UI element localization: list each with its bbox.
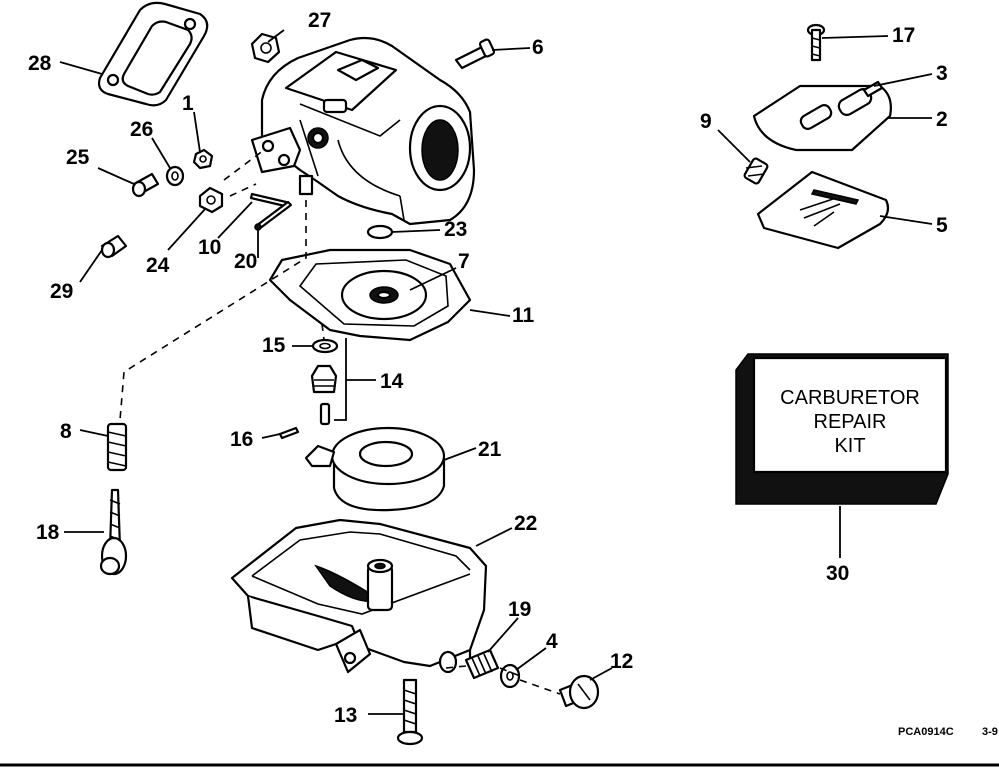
callout-26: 26 xyxy=(130,118,153,141)
callout-15: 15 xyxy=(262,334,286,357)
callout-29: 29 xyxy=(50,280,73,303)
part-14-needle-seat xyxy=(310,364,338,426)
callout-8: 8 xyxy=(60,420,72,443)
callout-10: 10 xyxy=(198,236,221,259)
callout-19: 19 xyxy=(508,598,531,621)
callout-2: 2 xyxy=(936,108,948,131)
carburetor-body xyxy=(250,36,476,226)
callout-numbers: 28 27 6 1 26 25 24 10 20 29 23 7 11 15 1… xyxy=(28,9,948,727)
part-8-spring xyxy=(106,422,128,472)
part-27-nut xyxy=(250,32,281,64)
callout-1: 1 xyxy=(182,92,194,115)
part-30-repair-kit: CARBURETOR REPAIR KIT xyxy=(735,353,949,505)
callout-7: 7 xyxy=(458,250,470,273)
part-20-pin xyxy=(254,200,293,231)
part-15-washer xyxy=(311,338,339,354)
part-6-screw xyxy=(454,38,496,70)
part-5-pump-gasket xyxy=(756,170,890,250)
callout-16: 16 xyxy=(230,428,253,451)
callout-28: 28 xyxy=(28,52,52,75)
callout-21: 21 xyxy=(478,438,502,461)
callout-11: 11 xyxy=(512,304,535,327)
part-17-screw xyxy=(806,23,826,62)
part-12-screw xyxy=(558,674,600,710)
callout-18: 18 xyxy=(36,521,60,544)
callout-13: 13 xyxy=(334,704,357,727)
kit-line-1: CARBURETOR xyxy=(780,387,920,409)
callout-9: 9 xyxy=(700,110,712,133)
part-1-lockwasher xyxy=(192,148,214,170)
callout-12: 12 xyxy=(610,650,633,673)
callout-27: 27 xyxy=(308,9,331,32)
part-28-gasket xyxy=(97,1,209,107)
part-9-check-valve xyxy=(743,157,769,185)
callout-23: 23 xyxy=(444,218,467,241)
part-23-plug xyxy=(366,224,394,240)
kit-line-3: KIT xyxy=(834,435,865,457)
assembly-lines xyxy=(119,149,561,695)
callout-30: 30 xyxy=(826,562,849,585)
part-19-spring xyxy=(464,648,500,680)
callout-14: 14 xyxy=(380,370,404,393)
part-18-screw xyxy=(99,488,128,576)
part-21-float xyxy=(304,426,446,512)
callout-24: 24 xyxy=(146,254,170,277)
part-10-pin xyxy=(249,192,288,208)
leader-lines xyxy=(59,29,933,715)
part-4-washer xyxy=(499,663,521,689)
part-16-pin xyxy=(278,426,300,440)
page-reference: 3-9 xyxy=(982,726,998,738)
kit-line-2: REPAIR xyxy=(814,411,887,433)
callout-3: 3 xyxy=(936,62,948,85)
part-24-nut xyxy=(198,186,224,214)
part-7-diaphragm xyxy=(340,269,428,321)
part-2-pump-cover xyxy=(752,84,892,152)
callout-22: 22 xyxy=(514,512,537,535)
part-25-screw xyxy=(131,172,160,198)
callout-4: 4 xyxy=(546,630,558,653)
callout-25: 25 xyxy=(66,146,90,169)
callout-5: 5 xyxy=(936,214,948,237)
figure-code: PCA0914C xyxy=(898,726,954,738)
part-22-float-bowl xyxy=(230,518,488,674)
callout-20: 20 xyxy=(234,250,257,273)
part-29-screw xyxy=(100,234,128,259)
callout-17: 17 xyxy=(892,24,915,47)
callout-6: 6 xyxy=(532,36,544,59)
part-13-screw xyxy=(396,678,424,746)
part-26-washer xyxy=(165,165,185,187)
